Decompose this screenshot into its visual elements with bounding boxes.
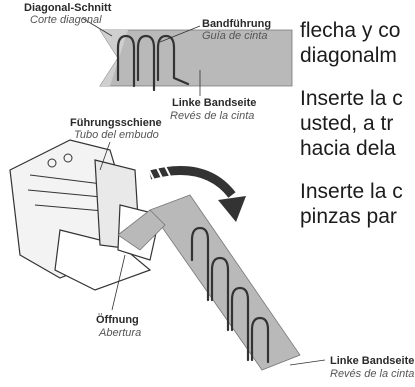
leader-guide-rail — [99, 141, 111, 171]
bottom-binder-diagram — [9, 139, 326, 371]
leader-tape-guide — [159, 25, 201, 43]
leader-tape-back-bottom — [289, 359, 326, 366]
label-tape-back-top-de: Linke Bandseite — [172, 97, 257, 109]
instruction-line-7: pinzas par — [300, 205, 397, 228]
insert-arrow — [148, 166, 236, 198]
leader-diagonal-cut — [81, 17, 113, 37]
arrow-dashes — [147, 163, 171, 181]
label-tape-back-bottom-de: Linke Bandseite — [330, 355, 415, 367]
label-tape-guide-es: Guía de cinta — [202, 30, 268, 42]
instruction-line-4: usted, a tr — [300, 112, 394, 135]
diagonal-cut-edge — [100, 30, 128, 86]
instruction-line-6: Inserte la c — [300, 180, 403, 203]
label-guide-rail-es: Tubo del embudo — [74, 129, 159, 141]
label-diagonal-cut-es: Corte diagonal — [30, 14, 102, 26]
top-tape-diagram — [81, 17, 293, 96]
instruction-line-1: flecha y co — [300, 19, 401, 42]
label-tape-back-top-es: Revés de la cinta — [170, 110, 255, 122]
tape-guide-clip-bottom — [190, 226, 270, 364]
label-diagonal-cut-de: Diagonal-Schnitt — [24, 2, 112, 14]
tape-strip-bottom — [149, 194, 301, 371]
label-opening-de: Öffnung — [96, 314, 139, 326]
tape-guide-clip-top — [116, 34, 190, 92]
label-tape-back-bottom-es: Revés de la cinta — [330, 368, 415, 380]
instruction-line-3: Inserte la c — [300, 87, 403, 110]
label-guide-rail-de: Führungsschiene — [70, 117, 162, 129]
tape-tip — [117, 209, 166, 251]
label-tape-guide-de: Bandführung — [202, 18, 272, 30]
screw-1 — [47, 158, 57, 168]
leader-opening — [111, 254, 126, 311]
label-opening-es: Abertura — [99, 327, 142, 339]
insert-arrow-head — [218, 196, 246, 222]
instruction-line-5: hacia dela — [300, 137, 396, 160]
instruction-line-2: diagonalm — [300, 44, 397, 67]
screw-2 — [63, 153, 73, 163]
